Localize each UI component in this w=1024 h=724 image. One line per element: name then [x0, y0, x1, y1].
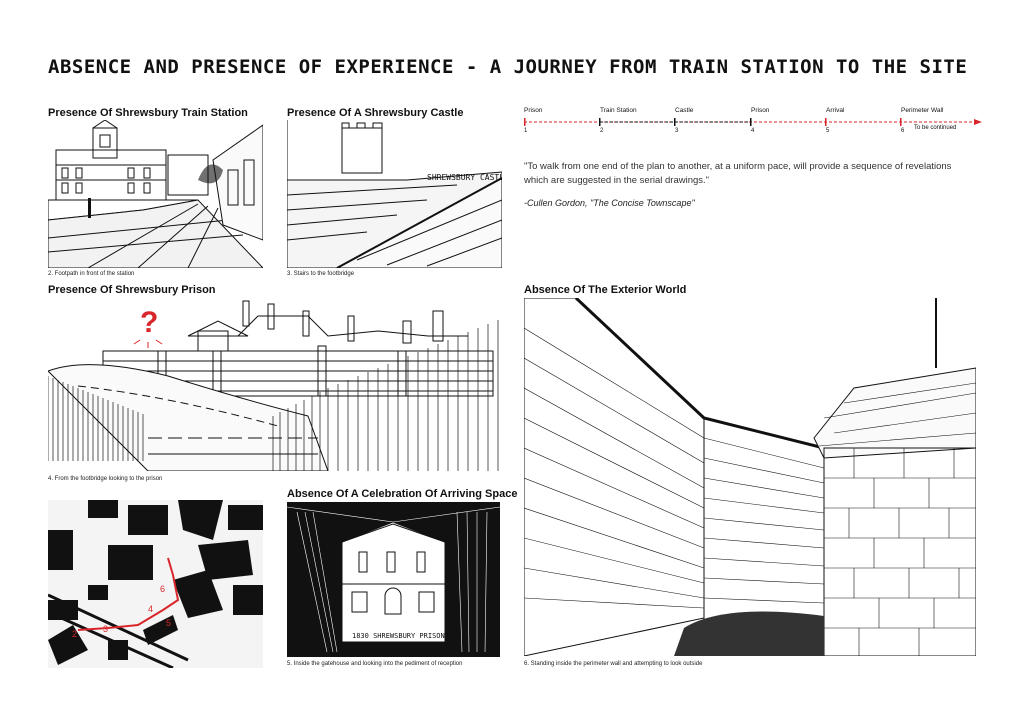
map-marker-3: 3 — [103, 624, 108, 634]
timeline-number-3: 3 — [675, 128, 679, 134]
timeline-label-6: Perimeter Wall — [901, 107, 944, 114]
page-title: ABSENCE AND PRESENCE OF EXPERIENCE - A J… — [48, 56, 968, 78]
quote-author: -Cullen Gordon, "The Concise Townscape" — [524, 198, 695, 208]
caption-gatehouse: 5. Inside the gatehouse and looking into… — [287, 661, 463, 667]
timeline-number-2: 2 — [600, 128, 604, 134]
quote-text: "To walk from one end of the plan to ano… — [524, 161, 952, 186]
map-marker-5: 5 — [166, 618, 171, 628]
journey-timeline: Prison Train Station Castle Prison Arriv… — [524, 100, 984, 140]
castle-sign: SHREWSBURY CASTLE — [427, 173, 502, 182]
timeline-label-3: Castle — [675, 107, 694, 114]
prison-sign: 1830 SHREWSBURY PRISON — [352, 632, 445, 640]
caption-footpath: 2. Footpath in front of the station — [48, 271, 135, 277]
timeline-number-4: 4 — [751, 128, 755, 134]
timeline-label-4: Prison — [751, 107, 770, 114]
heading-exterior: Absence Of The Exterior World — [524, 284, 687, 296]
timeline-label-5: Arrival — [826, 107, 845, 114]
timeline-number-1: 1 — [524, 128, 528, 134]
timeline-label-2: Train Station — [600, 107, 637, 114]
gatehouse-sketch: 1830 SHREWSBURY PRISON — [287, 502, 500, 657]
caption-perimeter: 6. Standing inside the perimeter wall an… — [524, 661, 703, 667]
site-map: 2 3 4 5 6 — [48, 500, 263, 668]
caption-footbridge: 4. From the footbridge looking to the pr… — [48, 476, 163, 482]
train-station-sketch — [48, 120, 263, 268]
perimeter-wall-sketch — [524, 298, 976, 656]
prison-sketch: ? — [48, 296, 500, 471]
question-mark: ? — [140, 306, 158, 339]
map-marker-4: 4 — [148, 604, 153, 614]
heading-castle: Presence Of A Shrewsbury Castle — [287, 107, 464, 119]
timeline-number-6: 6 — [901, 128, 905, 134]
timeline-label-1: Prison — [524, 107, 543, 114]
caption-stairs: 3. Stairs to the footbridge — [287, 271, 355, 277]
map-marker-2: 2 — [72, 629, 77, 639]
heading-prison: Presence Of Shrewsbury Prison — [48, 284, 216, 296]
map-marker-6: 6 — [160, 584, 165, 594]
castle-sketch: SHREWSBURY CASTLE — [287, 120, 502, 268]
timeline-number-5: 5 — [826, 128, 830, 134]
heading-arriving: Absence Of A Celebration Of Arriving Spa… — [287, 488, 518, 500]
heading-train-station: Presence Of Shrewsbury Train Station — [48, 107, 248, 119]
timeline-continued: To be continued — [914, 125, 957, 131]
